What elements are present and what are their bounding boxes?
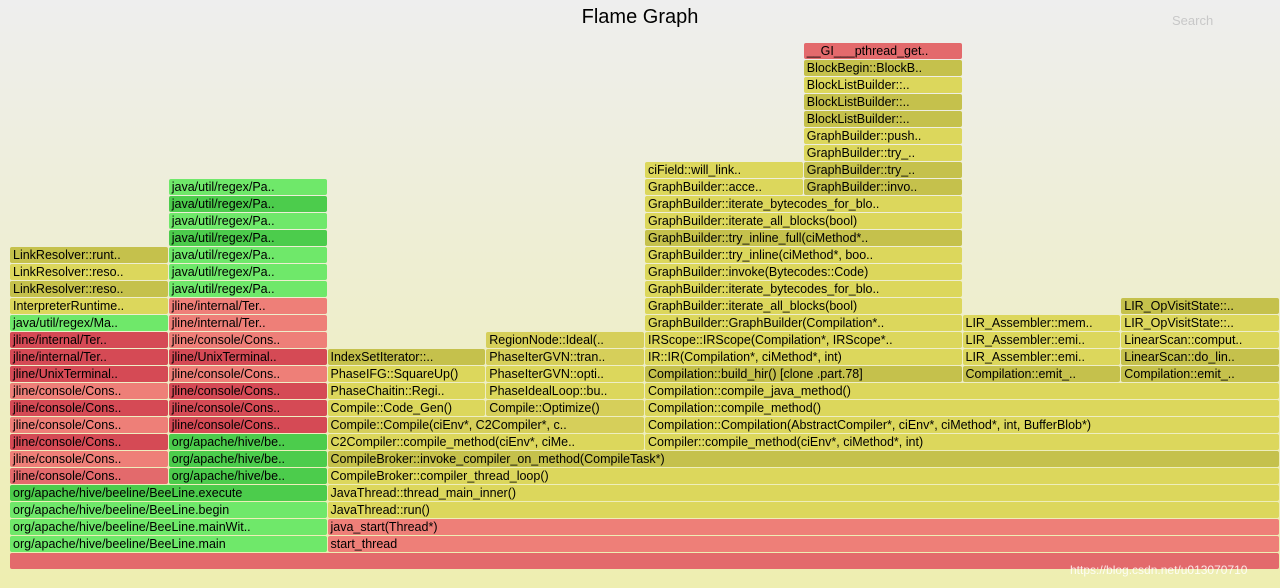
- flame-frame[interactable]: JavaThread::thread_main_inner(): [327, 485, 1279, 501]
- flame-frame[interactable]: C2Compiler::compile_method(ciEnv*, ciMe.…: [327, 434, 644, 450]
- flame-frame[interactable]: jline/internal/Ter..: [168, 315, 327, 331]
- flame-frame[interactable]: IndexSetIterator::..: [327, 349, 486, 365]
- flame-frame[interactable]: java/util/regex/Pa..: [168, 230, 327, 246]
- flame-frame[interactable]: start_thread: [327, 536, 1279, 552]
- flame-frame[interactable]: jline/console/Cons..: [10, 451, 168, 467]
- flame-frame[interactable]: LinkResolver::reso..: [10, 281, 168, 297]
- flame-frame[interactable]: Compilation::compile_java_method(): [645, 383, 1279, 399]
- flame-frame[interactable]: jline/console/Cons..: [10, 434, 168, 450]
- flame-frame[interactable]: Compilation::emit_..: [962, 366, 1121, 382]
- flame-frame[interactable]: GraphBuilder::push..: [803, 128, 962, 144]
- flame-frame[interactable]: GraphBuilder::iterate_bytecodes_for_blo.…: [645, 196, 962, 212]
- flame-frame[interactable]: jline/internal/Ter..: [168, 298, 327, 314]
- flame-frame[interactable]: org/apache/hive/be..: [168, 468, 327, 484]
- flame-frame[interactable]: GraphBuilder::try_inline_full(ciMethod*.…: [645, 230, 962, 246]
- flame-frame[interactable]: GraphBuilder::try_inline(ciMethod*, boo.…: [645, 247, 962, 263]
- flame-frame[interactable]: LinearScan::comput..: [1121, 332, 1279, 348]
- flame-frame[interactable]: Compilation::build_hir() [clone .part.78…: [645, 366, 962, 382]
- flame-frame[interactable]: ciField::will_link..: [645, 162, 803, 178]
- flame-frame[interactable]: java/util/regex/Pa..: [168, 281, 327, 297]
- flame-frame[interactable]: jline/console/Cons..: [168, 332, 327, 348]
- flame-frame[interactable]: JavaThread::run(): [327, 502, 1279, 518]
- flame-frame[interactable]: LinearScan::do_lin..: [1121, 349, 1279, 365]
- flame-frame[interactable]: GraphBuilder::iterate_all_blocks(bool): [645, 213, 962, 229]
- flame-frame[interactable]: PhaseIFG::SquareUp(): [327, 366, 486, 382]
- flame-frame[interactable]: Compilation::compile_method(): [645, 400, 1279, 416]
- flame-frame[interactable]: IR::IR(Compilation*, ciMethod*, int): [645, 349, 962, 365]
- flame-frame[interactable]: jline/console/Cons..: [10, 468, 168, 484]
- flame-frame[interactable]: org/apache/hive/beeline/BeeLine.main: [10, 536, 327, 552]
- flame-frame[interactable]: jline/console/Cons..: [168, 417, 327, 433]
- flame-frame[interactable]: BlockListBuilder::..: [803, 94, 962, 110]
- flame-frame[interactable]: GraphBuilder::acce..: [645, 179, 803, 195]
- flame-frame[interactable]: GraphBuilder::invoke(Bytecodes::Code): [645, 264, 962, 280]
- flame-frame[interactable]: org/apache/hive/beeline/BeeLine.mainWit.…: [10, 519, 327, 535]
- flame-frame[interactable]: LIR_Assembler::mem..: [962, 315, 1121, 331]
- search-button[interactable]: Search: [1172, 13, 1214, 28]
- flame-frame[interactable]: LIR_OpVisitState::..: [1121, 298, 1279, 314]
- flame-frame[interactable]: Compilation::emit_..: [1121, 366, 1279, 382]
- flame-frame[interactable]: java_start(Thread*): [327, 519, 1279, 535]
- flame-frame[interactable]: PhaseIterGVN::opti..: [486, 366, 644, 382]
- flame-frame[interactable]: java/util/regex/Pa..: [168, 179, 327, 195]
- flame-frame[interactable]: jline/console/Cons..: [10, 417, 168, 433]
- flame-frame[interactable]: java/util/regex/Pa..: [168, 247, 327, 263]
- flame-frame[interactable]: jline/console/Cons..: [168, 366, 327, 382]
- flame-frame[interactable]: __GI___pthread_get..: [803, 43, 962, 59]
- flame-frame[interactable]: LIR_OpVisitState::..: [1121, 315, 1279, 331]
- flame-frame[interactable]: jline/console/Cons..: [10, 383, 168, 399]
- flame-frame[interactable]: java/util/regex/Pa..: [168, 264, 327, 280]
- flame-frame[interactable]: IRScope::IRScope(Compilation*, IRScope*.…: [645, 332, 962, 348]
- flame-frame[interactable]: BlockListBuilder::..: [803, 77, 962, 93]
- flame-frame[interactable]: jline/UnixTerminal..: [10, 366, 168, 382]
- flame-frame[interactable]: PhaseIdealLoop::bu..: [486, 383, 644, 399]
- flame-frame[interactable]: GraphBuilder::GraphBuilder(Compilation*.…: [645, 315, 962, 331]
- flame-frame[interactable]: CompileBroker::invoke_compiler_on_method…: [327, 451, 1279, 467]
- flame-frame[interactable]: Compile::Optimize(): [486, 400, 644, 416]
- flame-frame[interactable]: CompileBroker::compiler_thread_loop(): [327, 468, 1279, 484]
- flame-frame[interactable]: jline/console/Cons..: [10, 400, 168, 416]
- flame-frame[interactable]: java/util/regex/Ma..: [10, 315, 168, 331]
- flame-frame[interactable]: Compiler::compile_method(ciEnv*, ciMetho…: [645, 434, 1279, 450]
- flame-frame[interactable]: GraphBuilder::iterate_bytecodes_for_blo.…: [645, 281, 962, 297]
- flame-frame[interactable]: jline/UnixTerminal..: [168, 349, 327, 365]
- flame-frame[interactable]: Compile::Compile(ciEnv*, C2Compiler*, c.…: [327, 417, 644, 433]
- flame-frame[interactable]: PhaseIterGVN::tran..: [486, 349, 644, 365]
- flame-frame[interactable]: Compile::Code_Gen(): [327, 400, 486, 416]
- flame-frame[interactable]: jline/console/Cons..: [168, 400, 327, 416]
- flame-frame[interactable]: InterpreterRuntime..: [10, 298, 168, 314]
- flame-frame[interactable]: BlockListBuilder::..: [803, 111, 962, 127]
- flame-frame[interactable]: jline/internal/Ter..: [10, 332, 168, 348]
- flame-frame[interactable]: GraphBuilder::try_..: [803, 162, 962, 178]
- flame-frame[interactable]: jline/internal/Ter..: [10, 349, 168, 365]
- flame-frame[interactable]: Compilation::Compilation(AbstractCompile…: [645, 417, 1279, 433]
- flame-frame[interactable]: GraphBuilder::iterate_all_blocks(bool): [645, 298, 962, 314]
- flame-frame[interactable]: LIR_Assembler::emi..: [962, 332, 1121, 348]
- flame-frame[interactable]: org/apache/hive/beeline/BeeLine.execute: [10, 485, 327, 501]
- flame-frame[interactable]: org/apache/hive/be..: [168, 451, 327, 467]
- flame-frame[interactable]: LinkResolver::reso..: [10, 264, 168, 280]
- flame-frame[interactable]: LinkResolver::runt..: [10, 247, 168, 263]
- flame-frame[interactable]: RegionNode::Ideal(..: [486, 332, 644, 348]
- flame-frame[interactable]: org/apache/hive/beeline/BeeLine.begin: [10, 502, 327, 518]
- chart-title: Flame Graph: [581, 6, 699, 28]
- flame-frame[interactable]: LIR_Assembler::emi..: [962, 349, 1121, 365]
- flame-frame[interactable]: BlockBegin::BlockB..: [803, 60, 962, 76]
- watermark: https://blog.csdn.net/u013070710: [1070, 563, 1248, 577]
- flame-frame[interactable]: jline/console/Cons..: [168, 383, 327, 399]
- flame-frame[interactable]: GraphBuilder::invo..: [803, 179, 962, 195]
- flame-frame[interactable]: java/util/regex/Pa..: [168, 196, 327, 212]
- flame-frame[interactable]: PhaseChaitin::Regi..: [327, 383, 486, 399]
- flame-frame[interactable]: java/util/regex/Pa..: [168, 213, 327, 229]
- flame-frame[interactable]: GraphBuilder::try_..: [803, 145, 962, 161]
- flame-frame[interactable]: [10, 553, 1279, 569]
- flame-frame[interactable]: org/apache/hive/be..: [168, 434, 327, 450]
